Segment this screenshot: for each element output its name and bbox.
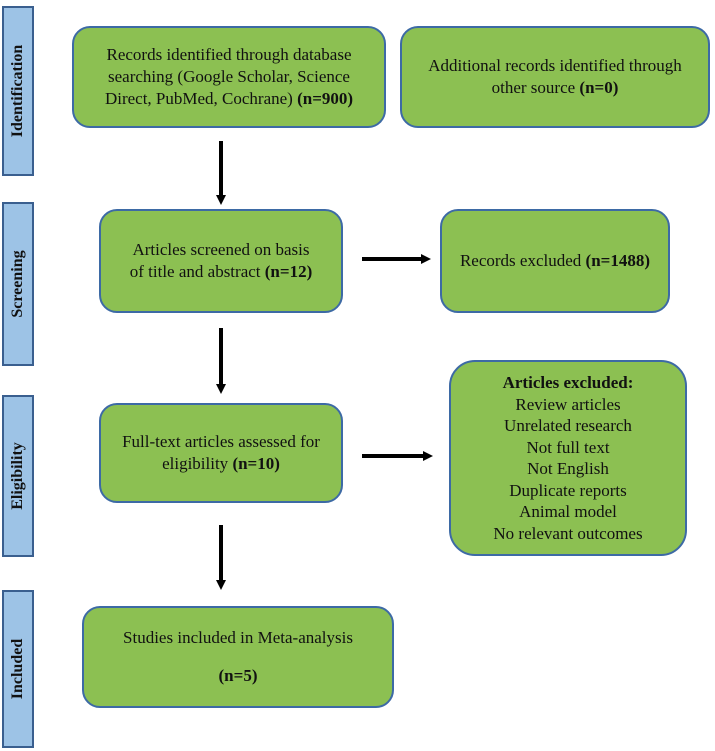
additional-records-box: Additional records identified through ot… <box>400 26 710 128</box>
additional-records-count: (n=0) <box>579 78 619 97</box>
articles-screened-box: Articles screened on basis of title and … <box>99 209 343 313</box>
records-excluded-count: (n=1488) <box>585 251 651 270</box>
stage-identification: Identification <box>2 6 34 176</box>
articles-excluded-reason: Not English <box>527 459 609 478</box>
records-identified-line2: searching (Google Scholar, Science <box>108 67 350 86</box>
records-identified-count: (n=900) <box>297 89 354 108</box>
records-excluded-line-wrap: Records excluded (n=1488) <box>460 250 650 272</box>
fulltext-assessed-line2-wrap: eligibility (n=10) <box>162 453 280 475</box>
articles-excluded-reason: Animal model <box>519 502 617 521</box>
records-identified-line1: Records identified through database <box>106 45 352 64</box>
fulltext-assessed-line1: Full-text articles assessed for <box>122 432 320 451</box>
articles-screened-line1: Articles screened on basis <box>132 240 310 259</box>
articles-excluded-reason: No relevant outcomes <box>493 523 643 543</box>
additional-records-line2: other source <box>491 78 576 97</box>
additional-records-line1: Additional records identified through <box>428 56 682 75</box>
studies-included-count: (n=5) <box>218 666 258 685</box>
records-excluded-box: Records excluded (n=1488) <box>440 209 670 313</box>
articles-excluded-reason: Unrelated research <box>504 416 632 435</box>
stage-screening: Screening <box>2 202 34 366</box>
articles-excluded-reason: Review articles <box>515 394 621 414</box>
studies-included-line1: Studies included in Meta-analysis <box>123 628 353 647</box>
articles-excluded-box: Articles excluded: Review articles Unrel… <box>449 360 687 556</box>
stage-eligibility: Eligibility <box>2 395 34 557</box>
articles-excluded-reason: Duplicate reports <box>509 480 627 500</box>
articles-screened-line2: of title and abstract <box>129 262 261 281</box>
records-identified-line3: Direct, PubMed, Cochrane) <box>104 89 293 108</box>
records-excluded-text: Records excluded <box>459 251 582 270</box>
records-identified-box: Records identified through database sear… <box>72 26 386 128</box>
records-identified-line3-wrap: Direct, PubMed, Cochrane) (n=900) <box>105 88 353 110</box>
articles-screened-count: (n=12) <box>264 262 313 281</box>
fulltext-assessed-count: (n=10) <box>232 454 280 473</box>
articles-excluded-reason: Not full text <box>526 437 610 457</box>
stage-included: Included <box>2 590 34 748</box>
fulltext-assessed-box: Full-text articles assessed for eligibil… <box>99 403 343 503</box>
articles-excluded-title: Articles excluded: <box>502 373 634 392</box>
articles-screened-line2-wrap: of title and abstract (n=12) <box>130 261 312 283</box>
fulltext-assessed-line2: eligibility <box>162 454 229 473</box>
additional-records-line2-wrap: other source (n=0) <box>492 77 619 99</box>
studies-included-box: Studies included in Meta-analysis (n=5) <box>82 606 394 708</box>
